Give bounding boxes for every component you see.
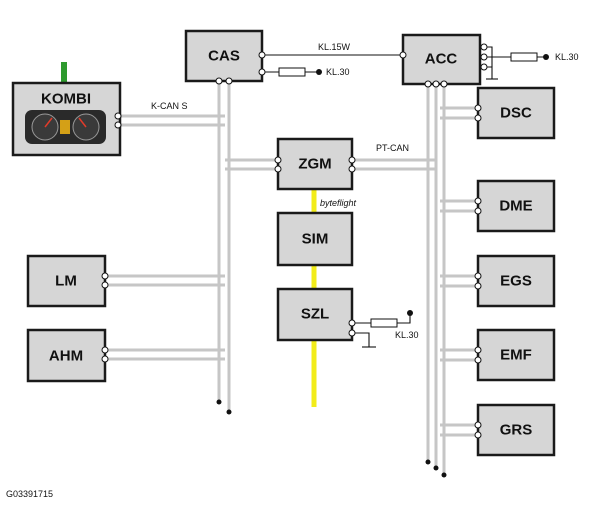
power-wiring	[262, 46, 546, 348]
k-can-label: K-CAN S	[151, 101, 188, 111]
byteflight-label: byteflight	[320, 198, 357, 208]
module-label-egs: EGS	[500, 273, 532, 290]
connector-pins	[101, 43, 488, 439]
module-label-grs: GRS	[500, 422, 533, 439]
module-label-kombi: KOMBI	[41, 91, 91, 108]
module-szl: SZL	[276, 287, 354, 342]
instrument-cluster-icon	[25, 110, 106, 144]
module-label-sim: SIM	[302, 231, 329, 248]
module-ahm: AHM	[26, 328, 107, 383]
module-grs: GRS	[476, 403, 556, 457]
kl30-cas-label: KL.30	[326, 67, 350, 77]
module-dme: DME	[476, 179, 556, 233]
kl15w-label: KL.15W	[318, 42, 351, 52]
fuse-cas	[278, 67, 306, 77]
module-acc: ACC	[401, 33, 482, 86]
kl30-szl-label: KL.30	[395, 330, 419, 340]
k-can-bus	[105, 81, 278, 412]
module-label-acc: ACC	[425, 51, 458, 68]
fuse-acc	[510, 52, 538, 62]
module-label-dme: DME	[499, 198, 532, 215]
fuse-szl	[370, 318, 398, 328]
module-label-dsc: DSC	[500, 105, 532, 122]
module-label-emf: EMF	[500, 347, 532, 364]
figure-id: G03391715	[6, 489, 54, 499]
module-emf: EMF	[476, 328, 556, 382]
terminals	[216, 54, 549, 478]
module-label-szl: SZL	[301, 306, 329, 323]
module-sim: SIM	[276, 211, 354, 267]
module-zgm: ZGM	[276, 137, 354, 191]
module-label-lm: LM	[55, 273, 77, 290]
module-label-ahm: AHM	[49, 348, 83, 365]
kl30-acc-label: KL.30	[555, 52, 579, 62]
pt-can-bus	[352, 84, 478, 475]
kombi-antenna	[61, 62, 67, 84]
module-egs: EGS	[476, 254, 556, 308]
module-label-zgm: ZGM	[298, 156, 331, 173]
module-label-cas: CAS	[208, 48, 240, 65]
pt-can-label: PT-CAN	[376, 143, 409, 153]
module-kombi: KOMBI	[11, 62, 122, 157]
module-dsc: DSC	[476, 86, 556, 140]
module-lm: LM	[26, 254, 107, 308]
module-cas: CAS	[184, 29, 264, 83]
